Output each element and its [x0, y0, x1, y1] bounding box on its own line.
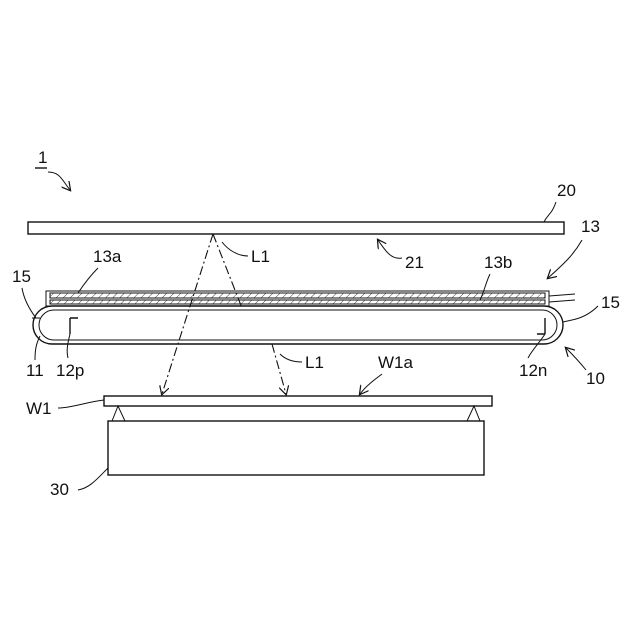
electrode-n-label: 12n	[519, 361, 547, 380]
sheet-a-label: 13a	[93, 247, 122, 266]
plate-body	[28, 222, 564, 234]
figure-reference: 1	[35, 148, 70, 190]
work-w1: W1 W1a	[26, 353, 492, 418]
stage-leader	[78, 468, 108, 490]
work-surface-arrow	[360, 374, 382, 394]
work-surface-label: W1a	[378, 353, 414, 372]
plate-leader	[544, 202, 556, 222]
lamp-tube-11	[32, 306, 572, 344]
plate-face-arrow	[378, 240, 402, 258]
seal-left-label: 15	[12, 267, 31, 286]
seal-right-line	[563, 320, 572, 322]
stage-support-right	[467, 406, 480, 421]
sheet-a-leader	[78, 268, 98, 293]
tube-outer-wall	[33, 306, 563, 344]
work-label: W1	[26, 399, 52, 418]
stage-body	[108, 421, 484, 475]
ray-lower-label: L1	[305, 353, 324, 372]
plate-label: 20	[557, 181, 576, 200]
electrode-p	[70, 318, 78, 334]
work-body	[104, 396, 492, 406]
ray-upper-label: L1	[251, 247, 270, 266]
figure-number-label: 1	[38, 148, 47, 167]
electrode-p-leader	[67, 334, 70, 358]
tube-inner-wall	[39, 310, 557, 340]
work-leader	[58, 400, 104, 408]
sheet-b-label: 13b	[484, 253, 512, 272]
sheet-13: 13 13a 13b	[46, 217, 600, 306]
stage-support-left	[112, 406, 125, 421]
lamp-pointer-arrow	[566, 348, 586, 370]
electrode-n-leader	[528, 334, 545, 358]
figure-pointer-arrow	[48, 172, 70, 190]
light-rays: L1 L1	[162, 234, 324, 394]
seal-right-label: 15	[601, 293, 620, 312]
stage-label: 30	[50, 480, 69, 499]
sheet-13b-layer	[50, 300, 545, 304]
ray-to-work-left	[162, 234, 213, 394]
sheet-pointer-arrow	[548, 240, 582, 278]
lamp-label: 10	[586, 369, 605, 388]
tube-label: 11	[26, 361, 44, 380]
electrode-n	[537, 318, 545, 334]
sheet-label: 13	[581, 217, 600, 236]
ray-upper-leader	[222, 242, 248, 256]
sheet-13a-layer	[50, 293, 545, 298]
plate-face-label: 21	[405, 253, 424, 272]
seal-left-leader	[22, 288, 36, 318]
sheet-lead-wire	[549, 294, 575, 302]
ray-lower-leader	[280, 354, 302, 362]
ray-to-work-right	[272, 344, 286, 394]
stage-30: 30	[50, 406, 484, 499]
seal-right-leader	[572, 306, 598, 320]
electrode-p-label: 12p	[56, 361, 84, 380]
